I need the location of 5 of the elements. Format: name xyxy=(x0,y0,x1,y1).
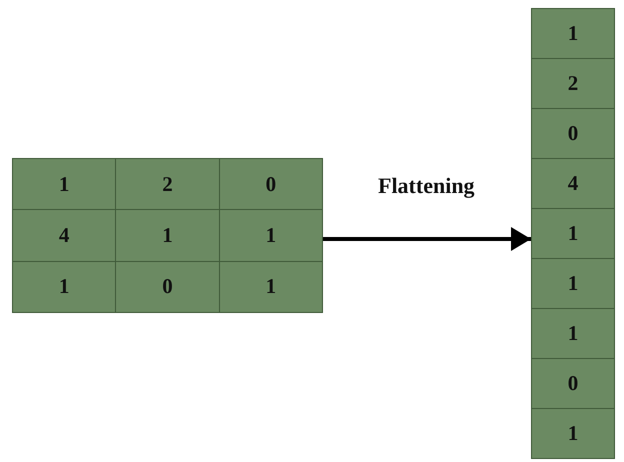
matrix-cell: 1 xyxy=(218,260,323,313)
matrix-grid xyxy=(12,158,322,312)
matrix-cell: 1 xyxy=(531,408,615,459)
vector-column xyxy=(531,8,614,458)
arrow xyxy=(322,227,531,251)
